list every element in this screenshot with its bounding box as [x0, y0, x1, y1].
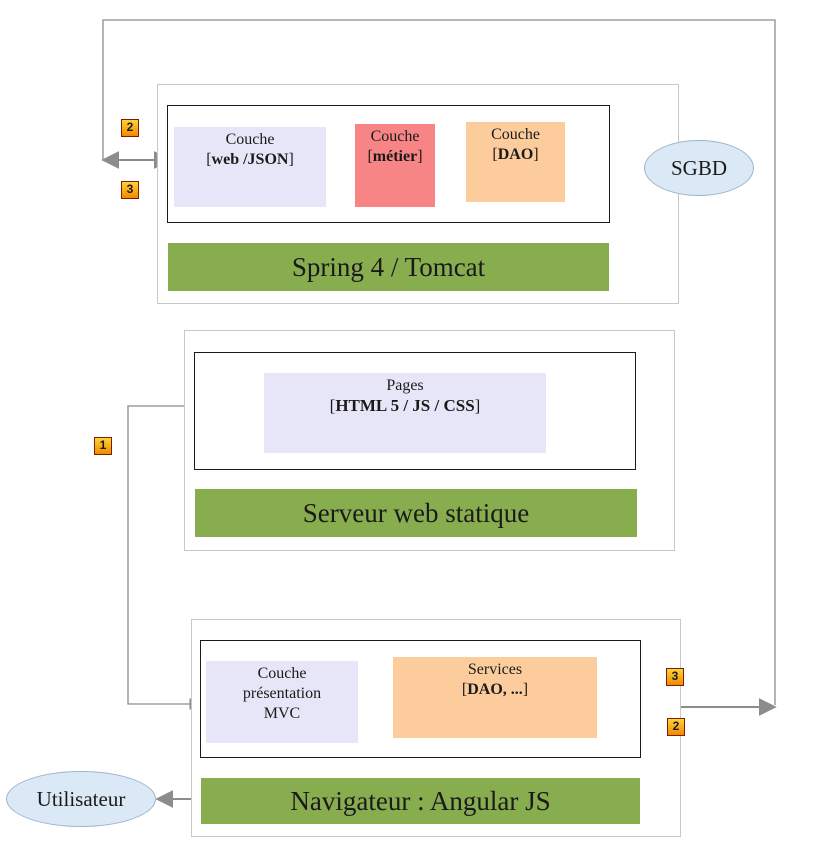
- services-layer-label: DAO, ...: [467, 681, 523, 698]
- web-json-layer-label: web /JSON: [211, 151, 289, 168]
- static-server-banner: Serveur web statique: [195, 489, 637, 537]
- step-badge-3-bottom: 3: [666, 668, 684, 686]
- browser-banner: Navigateur : Angular JS: [201, 778, 640, 824]
- step-badge-1: 1: [94, 437, 112, 455]
- static-pages-title: Pages: [386, 377, 424, 394]
- web-json-layer-title: Couche: [225, 131, 275, 148]
- step-badge-2-top: 2: [121, 119, 139, 137]
- metier-layer-label: métier: [372, 148, 418, 165]
- presentation-layer-line1: Couche: [257, 665, 307, 682]
- presentation-layer: Couche présentation MVC: [206, 661, 358, 743]
- spring-tomcat-banner: Spring 4 / Tomcat: [168, 243, 609, 291]
- presentation-layer-line3: MVC: [263, 705, 301, 722]
- step-badge-2-bottom: 2: [667, 718, 685, 736]
- metier-layer-title: Couche: [370, 128, 420, 145]
- services-layer-title: Services: [467, 661, 523, 678]
- metier-layer: Couche [métier]: [355, 124, 435, 207]
- web-json-layer: Couche [web /JSON]: [174, 127, 326, 207]
- step-badge-3-top: 3: [121, 181, 139, 199]
- dao-layer: Couche [DAO]: [466, 122, 565, 202]
- sgbd-node: SGBD: [644, 140, 754, 196]
- dao-layer-title: Couche: [491, 126, 540, 143]
- services-layer: Services [DAO, ...]: [393, 657, 597, 738]
- user-node: Utilisateur: [6, 771, 156, 827]
- static-pages-label: HTML 5 / JS / CSS: [335, 396, 475, 415]
- presentation-layer-line2: présentation: [242, 685, 322, 702]
- static-pages-box: Pages [HTML 5 / JS / CSS]: [264, 373, 546, 453]
- loop-line: [102, 19, 776, 705]
- dao-layer-label: DAO: [497, 146, 534, 163]
